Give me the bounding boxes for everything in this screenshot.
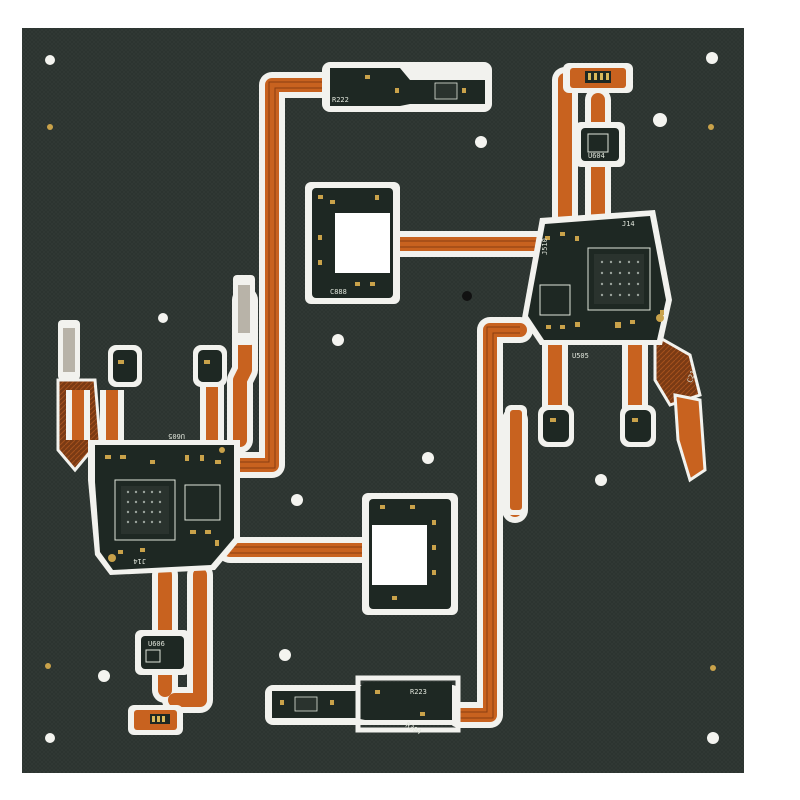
- center-top-board: C888: [305, 182, 400, 304]
- label-u505: U505: [572, 352, 589, 360]
- label-u606: U606: [148, 640, 165, 648]
- left-satellites: [58, 275, 255, 440]
- fiducials: [45, 124, 716, 671]
- board-r223: R223 R304: [265, 675, 461, 736]
- label-j14-right: J14: [622, 220, 635, 228]
- label-u605: U605: [168, 432, 185, 440]
- label-c21: C21: [686, 369, 698, 384]
- right-satellites: C21: [505, 369, 698, 515]
- right-rigid-board: J14 J510 U505: [522, 210, 672, 360]
- board-top-right: U604: [563, 63, 633, 167]
- center-bottom-board: [362, 493, 458, 615]
- label-c888: C888: [330, 288, 347, 296]
- label-j510: J510: [541, 238, 549, 255]
- board-r222: R222: [322, 62, 492, 112]
- label-u604: U604: [588, 152, 605, 160]
- board-u606: U606: [128, 630, 190, 735]
- label-r223: R223: [410, 688, 427, 696]
- left-rigid-board: U605 J14: [88, 432, 240, 575]
- label-j14-left: J14: [133, 557, 146, 565]
- label-r222: R222: [332, 96, 349, 104]
- flex-trace-lines: [230, 81, 540, 719]
- mounting-holes: [45, 52, 719, 744]
